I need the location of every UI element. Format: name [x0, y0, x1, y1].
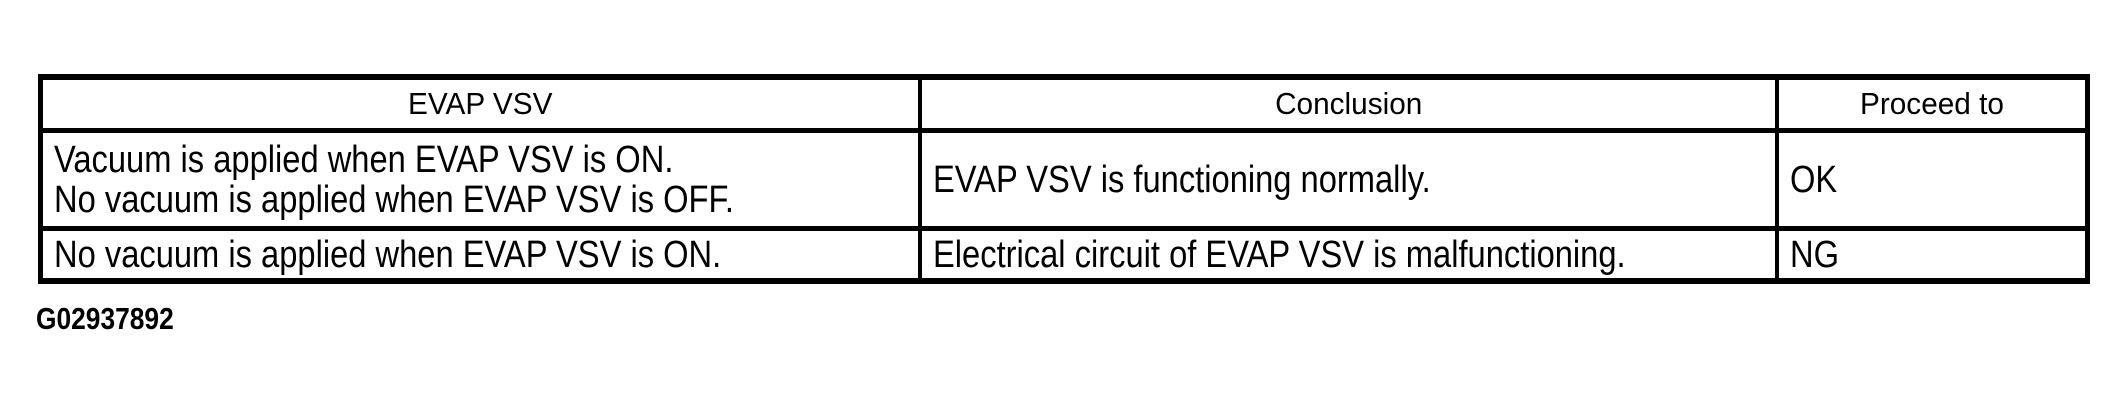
proceed-to-line: OK [1790, 160, 1845, 200]
evap-vsv-diagnostic-table: EVAP VSV Conclusion Proceed to Vacuum is… [38, 74, 2090, 284]
figure-id: G02937892 [36, 301, 174, 336]
column-header-conclusion-label: Conclusion [1274, 86, 1423, 121]
column-header-evap-vsv-label: EVAP VSV [408, 86, 553, 121]
condition-text: No vacuum is applied when EVAP VSV is OF… [54, 178, 734, 221]
condition-line: No vacuum is applied when EVAP VSV is OF… [54, 180, 845, 220]
column-header-proceed-to: Proceed to [1779, 80, 2085, 128]
table-row: Vacuum is applied when EVAP VSV is ON. N… [43, 133, 2085, 231]
condition-text: Vacuum is applied when EVAP VSV is ON. [54, 138, 674, 181]
cell-evap-vsv-condition: Vacuum is applied when EVAP VSV is ON. N… [43, 133, 922, 226]
proceed-to-text: NG [1790, 233, 1840, 276]
condition-line: No vacuum is applied when EVAP VSV is ON… [54, 235, 830, 275]
table-row: No vacuum is applied when EVAP VSV is ON… [43, 231, 2085, 278]
table-header-row: EVAP VSV Conclusion Proceed to [43, 80, 2085, 133]
conclusion-line: EVAP VSV is functioning normally. [933, 160, 1512, 200]
cell-conclusion: EVAP VSV is functioning normally. [922, 133, 1779, 226]
conclusion-line: Electrical circuit of EVAP VSV is malfun… [933, 235, 1738, 275]
column-header-proceed-to-label: Proceed to [1860, 86, 2004, 121]
cell-proceed-to: NG [1779, 231, 2085, 278]
proceed-to-text: OK [1790, 158, 1838, 201]
column-header-conclusion: Conclusion [922, 80, 1779, 128]
condition-text: No vacuum is applied when EVAP VSV is ON… [54, 233, 722, 276]
proceed-to-line: NG [1790, 235, 1847, 275]
conclusion-text: Electrical circuit of EVAP VSV is malfun… [933, 233, 1626, 276]
conclusion-text: EVAP VSV is functioning normally. [933, 158, 1431, 201]
condition-line: Vacuum is applied when EVAP VSV is ON. [54, 140, 774, 180]
column-header-evap-vsv: EVAP VSV [43, 80, 922, 128]
cell-conclusion: Electrical circuit of EVAP VSV is malfun… [922, 231, 1779, 278]
cell-evap-vsv-condition: No vacuum is applied when EVAP VSV is ON… [43, 231, 922, 278]
cell-proceed-to: OK [1779, 133, 2085, 226]
